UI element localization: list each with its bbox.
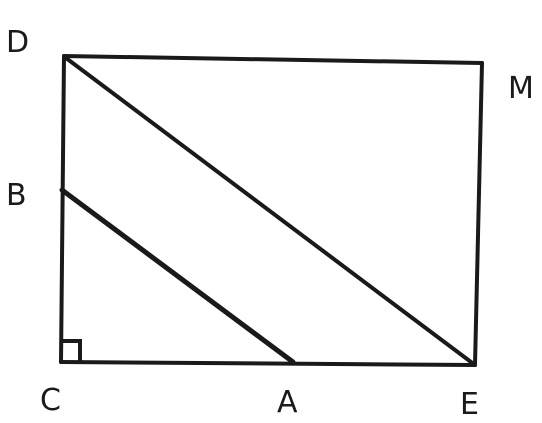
label-E: E bbox=[460, 387, 479, 422]
label-B: B bbox=[6, 178, 27, 213]
label-C: C bbox=[40, 383, 61, 418]
label-M: M bbox=[508, 71, 534, 106]
segment-EC bbox=[59, 360, 477, 367]
right-angle-marker-C bbox=[61, 339, 82, 362]
segment-DE bbox=[64, 56, 477, 367]
label-A: A bbox=[277, 385, 298, 420]
segment-DM bbox=[62, 54, 484, 65]
segment-ME bbox=[473, 61, 484, 367]
segment-CD bbox=[59, 54, 66, 364]
segment-BA bbox=[59, 187, 296, 365]
label-D: D bbox=[6, 25, 29, 60]
